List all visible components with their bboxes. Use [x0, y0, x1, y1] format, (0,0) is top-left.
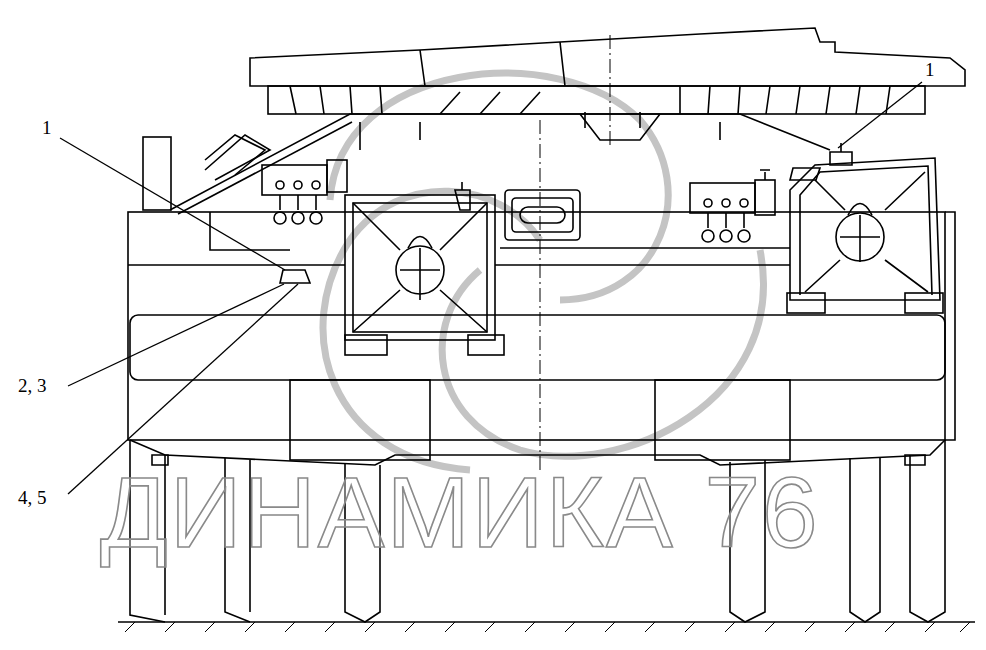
ground-hatching — [125, 622, 970, 632]
drawing-part — [400, 237, 440, 301]
drawing-part — [850, 457, 880, 622]
callout-number: 2, 3 — [18, 376, 47, 395]
drawing-part — [520, 207, 565, 223]
drawing-part — [720, 230, 732, 242]
drawing-part — [740, 199, 748, 207]
drawing-part — [125, 622, 970, 632]
drawing-part — [442, 250, 763, 456]
drawing-part — [910, 440, 945, 622]
drawing-part — [702, 230, 714, 242]
drawing-part — [722, 199, 730, 207]
drawing-part — [468, 335, 504, 355]
drawing-part — [178, 122, 352, 214]
drawing-part — [704, 199, 712, 207]
drawing-part — [512, 198, 573, 232]
drawing-part — [290, 380, 430, 460]
drawing-part — [280, 195, 316, 210]
drawing-part — [353, 203, 487, 332]
drawing-part — [580, 114, 660, 140]
drawing-part — [276, 181, 284, 189]
drawing-part — [323, 191, 540, 470]
drawing-part — [353, 203, 487, 332]
drawing-part — [787, 293, 825, 313]
drawing-part — [840, 204, 880, 263]
drawing-part — [905, 293, 943, 313]
drawing-part — [540, 120, 541, 470]
drawing-part — [205, 135, 265, 175]
drawing-part — [130, 315, 945, 380]
callout-number: 1 — [925, 60, 935, 79]
drawing-part — [250, 28, 965, 86]
drawing-part — [345, 195, 495, 340]
drawing-part — [610, 35, 611, 145]
drawing-part — [800, 166, 932, 295]
drawing-part — [755, 180, 775, 215]
drawing-part — [274, 212, 286, 224]
drawing-part — [655, 380, 790, 460]
drawing-part — [280, 270, 310, 283]
drawing-part — [440, 92, 540, 114]
drawing-part — [128, 264, 790, 266]
callout-number: 1 — [42, 118, 52, 137]
drawing-part — [945, 212, 955, 440]
drawing-part — [210, 212, 290, 250]
drawing-part — [170, 114, 830, 210]
drawing-part — [838, 82, 922, 148]
center-lines — [540, 35, 610, 470]
callout-number: 4, 5 — [18, 488, 47, 507]
drawing-part — [505, 190, 580, 240]
drawing-part — [790, 158, 940, 300]
leader-lines — [60, 82, 922, 494]
drawing-part — [292, 212, 304, 224]
drawing-part — [68, 284, 284, 386]
drawing-part — [310, 212, 322, 224]
drawing-part — [128, 212, 945, 440]
drawing-part — [312, 181, 320, 189]
drawing-part — [327, 160, 347, 192]
drawing-part — [262, 165, 327, 195]
drawing-part — [60, 138, 285, 270]
drawing-part — [143, 137, 171, 210]
logo-watermark — [323, 73, 763, 470]
drawing-part — [760, 170, 770, 180]
drawing-part — [420, 42, 565, 86]
drawing-part — [345, 335, 387, 355]
drawing-part — [268, 86, 925, 114]
drawing-part — [500, 247, 790, 249]
drawing-part — [738, 230, 750, 242]
drawing-part — [805, 172, 928, 292]
drawing-part — [708, 213, 744, 228]
drawing-part — [790, 168, 820, 180]
drawing-part — [690, 183, 755, 213]
drawing-part — [290, 86, 890, 114]
drawing-part — [294, 181, 302, 189]
drawing-part — [205, 135, 270, 180]
drawing-part — [455, 182, 470, 210]
watermark: ДИНАМИКА 76 — [100, 462, 820, 562]
